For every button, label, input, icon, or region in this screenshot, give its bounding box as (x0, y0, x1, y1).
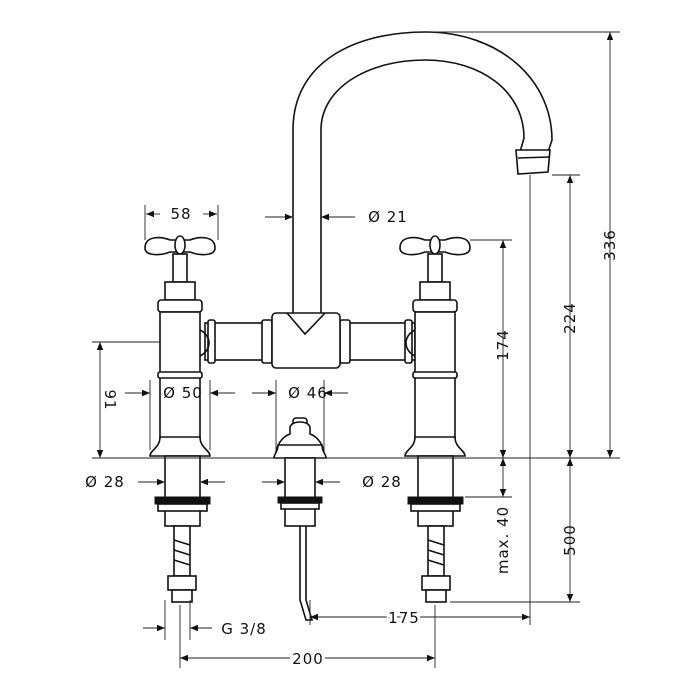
dimension-labels: 58 Ø 21 Ø 50 Ø 46 91 Ø 28 Ø 28 174 224 3… (85, 205, 619, 671)
dim-spout-diameter: Ø 21 (368, 208, 408, 226)
reference-lines (92, 31, 620, 668)
right-valve (399, 235, 471, 603)
dim-center-distance: 200 (292, 650, 324, 668)
dim-handle-height: 174 (494, 329, 512, 361)
dim-spout-outlet-height: 224 (561, 302, 579, 334)
left-valve (144, 235, 216, 603)
dim-max-deck-thickness: max. 40 (494, 506, 512, 574)
dim-spout-reach: 175 (388, 609, 420, 627)
dim-valve-base-diameter: Ø 50 (163, 384, 203, 402)
dim-hose-length: 500 (561, 524, 579, 556)
dim-shank-center-diameter: Ø 28 (362, 473, 402, 491)
dim-popup-base-diameter: Ø 46 (288, 384, 328, 402)
spout (292, 31, 553, 319)
dim-handle-width: 58 (170, 205, 191, 223)
spout-nozzle (515, 149, 551, 175)
dim-total-height: 336 (601, 229, 619, 261)
dim-shank-left-diameter: Ø 28 (85, 473, 125, 491)
dimension-lines (96, 32, 614, 662)
popup-waste (273, 417, 327, 621)
dim-valve-height: 91 (101, 389, 119, 410)
dim-connection-thread: G 3/8 (221, 620, 267, 638)
bridge-pipe (204, 312, 416, 369)
